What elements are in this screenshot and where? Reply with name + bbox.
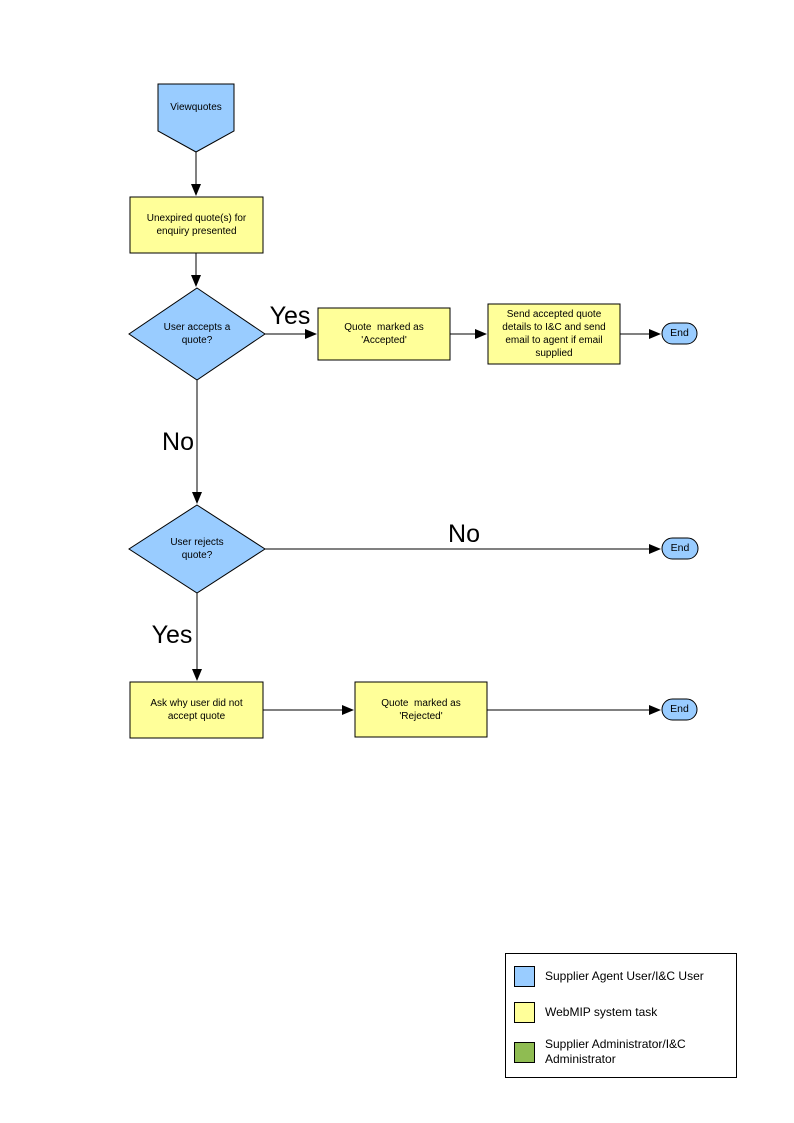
- legend-swatch-green: [514, 1041, 535, 1063]
- legend-box: Supplier Agent User/I&C User WebMIP syst…: [505, 953, 737, 1078]
- node-end-reject-shape: [661, 698, 698, 721]
- legend-swatch-yellow: [514, 1002, 535, 1023]
- legend-label-supplier-administrator: Supplier Administrator/I&C Administrator: [545, 1037, 686, 1066]
- node-viewquotes-shape: [157, 83, 235, 153]
- node-unexpired-quotes-shape: [129, 196, 264, 254]
- legend-label-supplier-agent-user: Supplier Agent User/I&C User: [545, 969, 704, 983]
- node-end-no-action-shape: [661, 537, 699, 560]
- node-quote-rejected-shape: [354, 681, 488, 738]
- node-user-accepts-decision-shape: [128, 287, 266, 381]
- node-user-rejects-decision-shape: [128, 504, 266, 594]
- legend-item-supplier-agent-user: Supplier Agent User/I&C User: [514, 966, 730, 987]
- legend-swatch-blue: [514, 966, 535, 987]
- node-quote-accepted-shape: [317, 307, 451, 361]
- legend-label-webmip-system-task: WebMIP system task: [545, 1005, 658, 1019]
- legend-item-supplier-administrator: Supplier Administrator/I&C Administrator: [514, 1037, 730, 1067]
- node-send-details-shape: [487, 303, 621, 365]
- node-end-accept-shape: [661, 322, 698, 345]
- node-ask-why-shape: [129, 681, 264, 739]
- legend-item-webmip-system-task: WebMIP system task: [514, 1002, 730, 1023]
